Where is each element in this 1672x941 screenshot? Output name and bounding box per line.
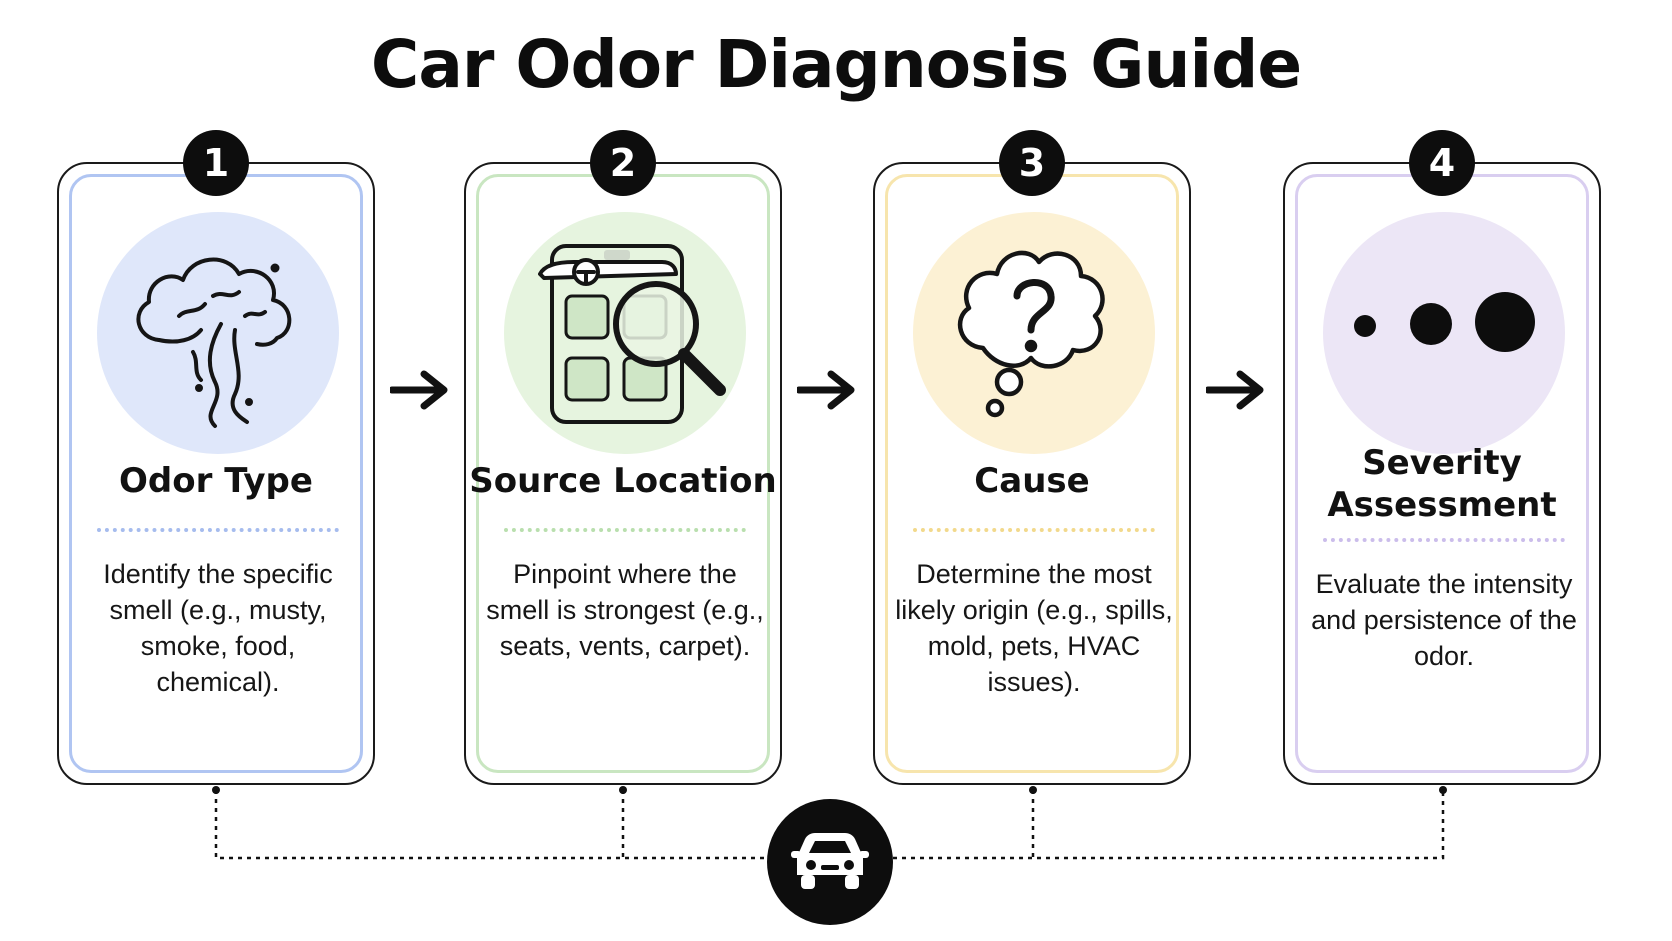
- step-number-badge: 4: [1409, 130, 1475, 196]
- question-thought-icon: [913, 212, 1155, 454]
- arrow-right-icon: [390, 370, 448, 410]
- dotted-divider: [504, 528, 746, 532]
- step-number-badge: 2: [590, 130, 656, 196]
- dotted-divider: [913, 528, 1155, 532]
- step-number-badge: 3: [999, 130, 1065, 196]
- step-number-badge: 1: [183, 130, 249, 196]
- car-interior-magnifier-icon: [504, 212, 746, 454]
- dotted-divider: [97, 528, 339, 532]
- odor-cloud-icon: [97, 212, 339, 454]
- step-description: Pinpoint where the smell is strongest (e…: [486, 559, 764, 661]
- car-icon: [767, 799, 893, 925]
- arrow-right-icon: [797, 370, 855, 410]
- step-card-3: 3 Cause Determine the most likely origin…: [873, 130, 1191, 785]
- step-description: Evaluate the intensity and persistence o…: [1311, 569, 1577, 671]
- step-title: Cause: [974, 461, 1090, 501]
- step-card-1: 1 Odor Type Identify the specific smell …: [57, 130, 375, 785]
- severity-dots-icon: [1323, 212, 1565, 454]
- step-title: Odor Type: [119, 461, 313, 501]
- dotted-divider: [1323, 538, 1565, 542]
- step-title: Source Location: [469, 461, 777, 501]
- step-description: Identify the specific smell (e.g., musty…: [103, 559, 333, 697]
- step-description: Determine the most likely origin (e.g., …: [895, 559, 1173, 697]
- arrow-right-icon: [1206, 370, 1264, 410]
- step-card-4: 4 Severity Assessment Evaluate the inten…: [1283, 130, 1601, 785]
- step-card-2: 2 Source Location Pinpoint where the sme…: [464, 130, 782, 785]
- page-title: Car Odor Diagnosis Guide: [370, 26, 1302, 103]
- step-title: Severity Assessment: [1327, 443, 1557, 525]
